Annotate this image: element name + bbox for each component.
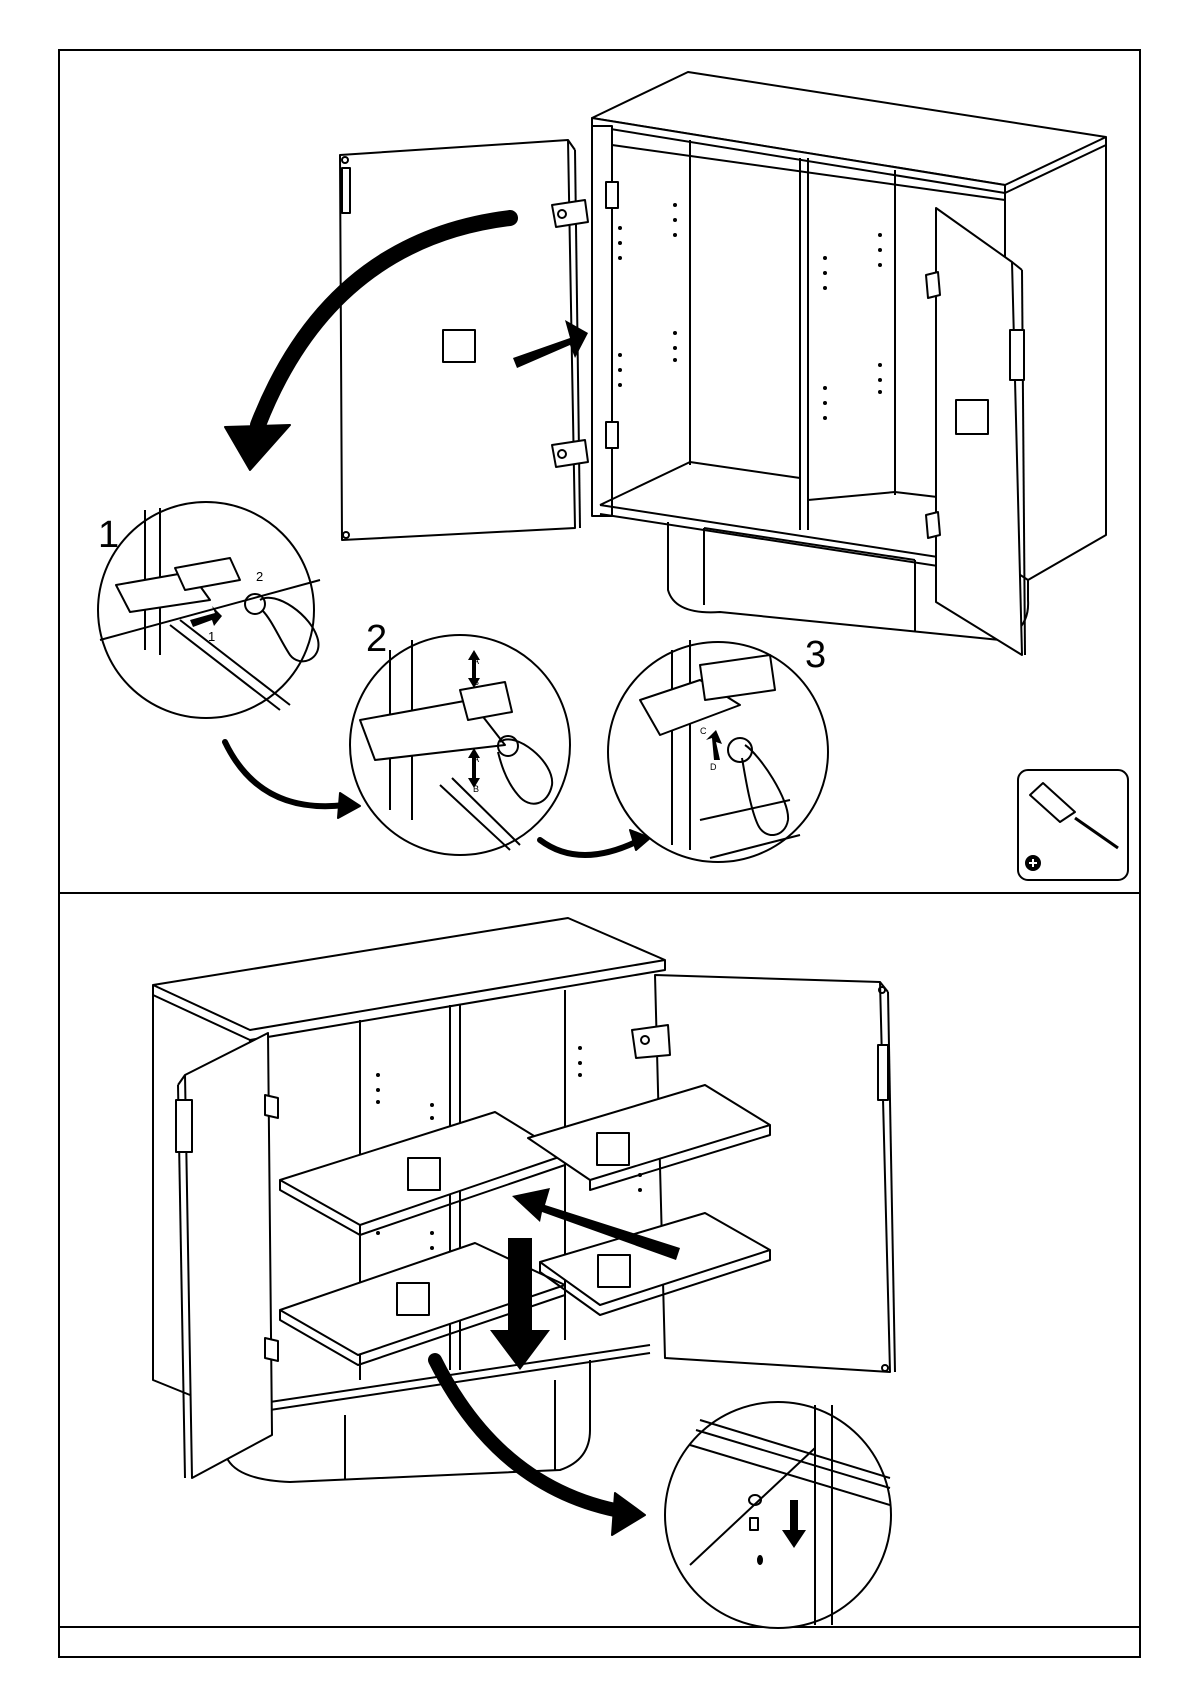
detail-circle-step1 — [98, 502, 320, 718]
door-left-removed — [340, 140, 588, 540]
part-label-box — [443, 330, 475, 362]
tool-box — [1018, 770, 1128, 880]
sub-label-c: C — [700, 727, 707, 736]
step-number-3: 3 — [805, 636, 826, 674]
part-label-box — [956, 400, 988, 434]
sub-label-d: D — [710, 763, 717, 772]
detail-circle-step3 — [608, 640, 828, 862]
door-left-open-bottom — [176, 1033, 278, 1478]
sub-label-1: 1 — [208, 630, 215, 643]
sub-label-2: 2 — [256, 570, 263, 583]
door-right-open-bottom — [632, 975, 895, 1372]
shelf-upper-left — [280, 1112, 565, 1235]
sub-label-b-bottom: B — [473, 785, 479, 794]
sub-label-a-top: A — [473, 657, 479, 666]
step-number-2: 2 — [366, 620, 387, 658]
step-number-1: 1 — [98, 516, 119, 554]
part-label-box — [598, 1255, 630, 1287]
part-label-box — [597, 1133, 629, 1165]
part-label-box — [408, 1158, 440, 1190]
cabinet-top-view — [592, 72, 1106, 640]
door-right-open — [926, 208, 1025, 655]
part-label-box — [397, 1283, 429, 1315]
sub-label-b-top: B — [473, 678, 479, 687]
detail-circle-shelf-pin — [665, 1402, 891, 1628]
sub-label-a-bottom: A — [473, 755, 479, 764]
detail-circle-step2 — [350, 635, 570, 855]
